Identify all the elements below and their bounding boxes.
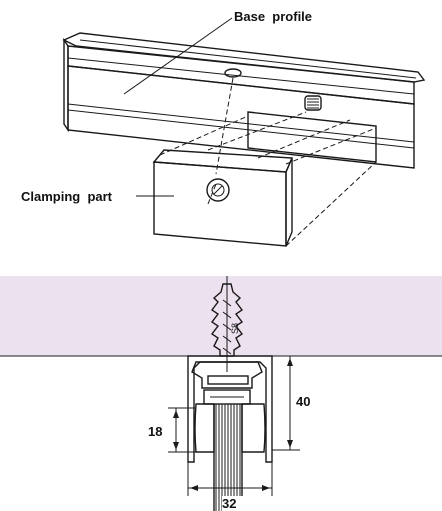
clamping-part-label: Clamping part [21,189,113,204]
mounting-hole [224,68,242,78]
cross-section-view: S8 [0,276,442,511]
dimension-height-total: 40 [272,355,310,451]
anchor-size-label: S8 [230,323,240,334]
clamp-bolt-icon [206,178,230,202]
dimension-height-glass: 18 [148,407,196,453]
dimension-40-label: 40 [296,394,310,409]
ceiling-band [0,276,442,356]
base-profile-leader [123,17,233,95]
u-channel-profile [187,355,273,511]
assembly-guide-lines [159,77,377,247]
base-profile-rail [62,32,426,169]
exploded-view: Base profile Clamping part [21,9,426,247]
set-screw-icon [304,95,322,111]
dimension-32-label: 32 [222,496,236,511]
dimension-width: 32 [187,462,273,511]
clamping-part [152,149,294,247]
dimension-18-label: 18 [148,424,162,439]
base-profile-label: Base profile [234,9,312,24]
